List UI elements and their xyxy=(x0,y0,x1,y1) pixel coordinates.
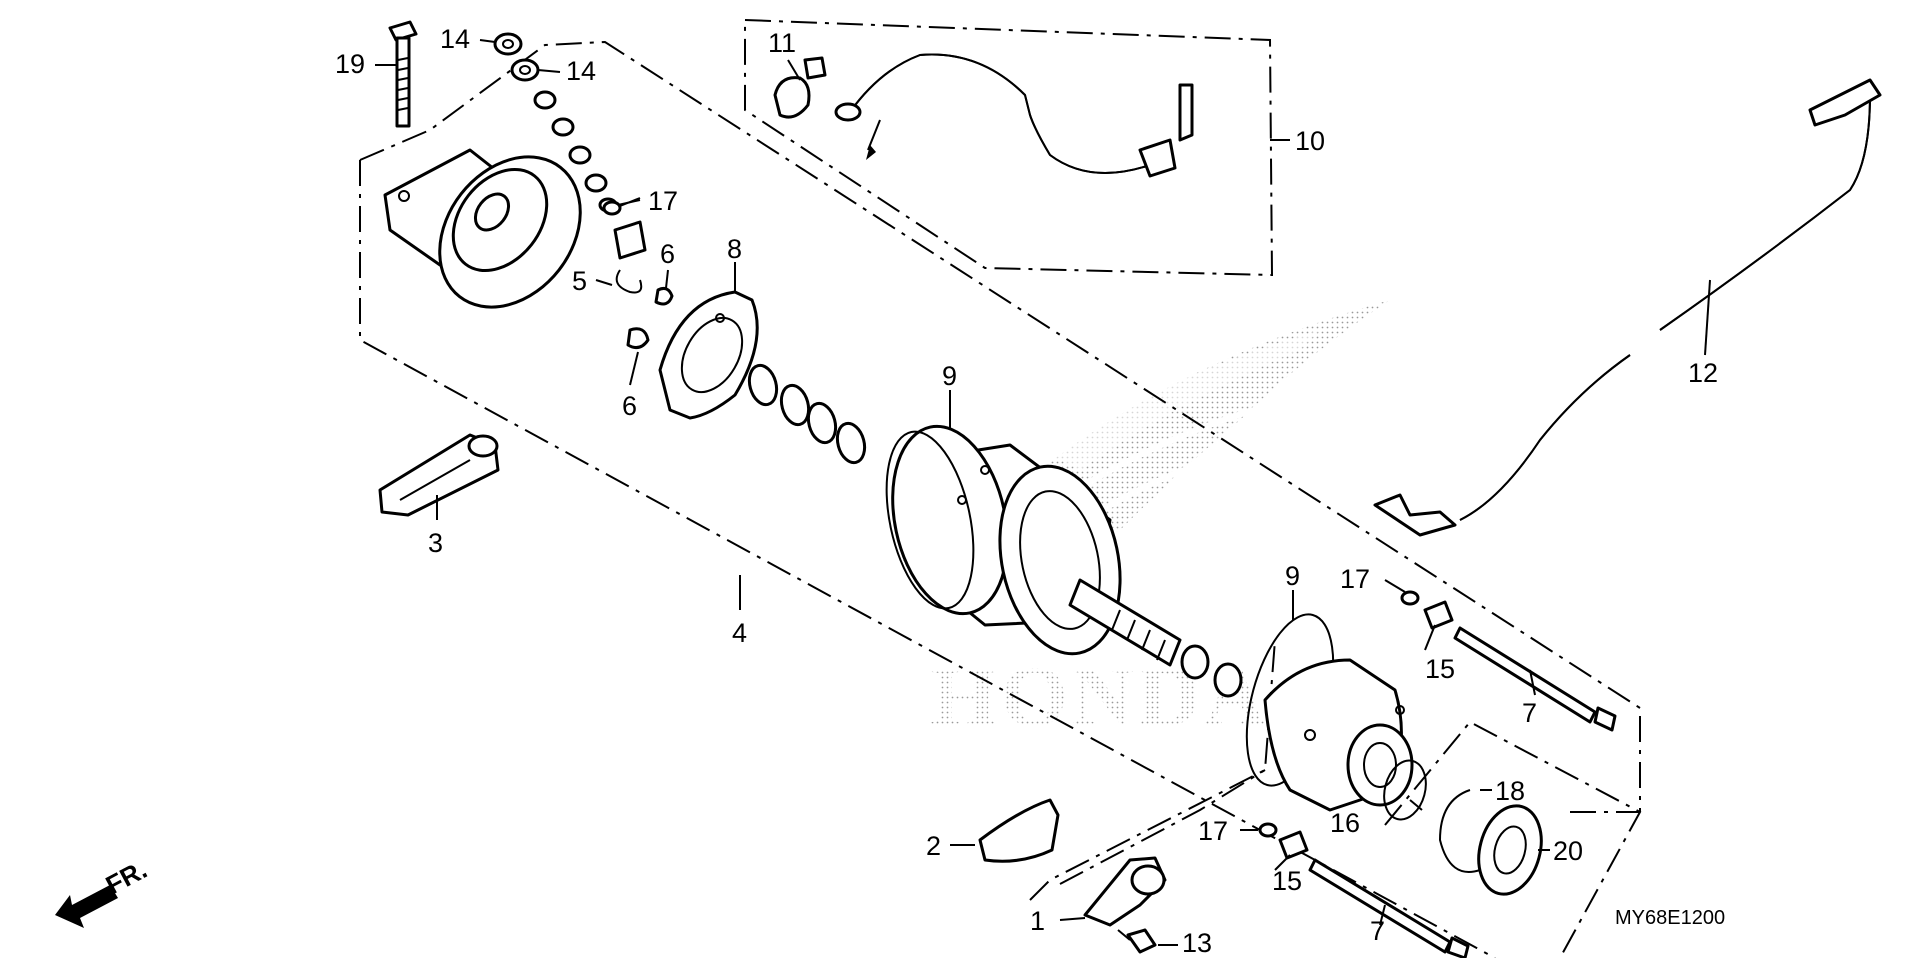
circlip-part-18[interactable] xyxy=(1438,789,1481,873)
label-6b[interactable]: 6 xyxy=(622,391,637,421)
label-7a[interactable]: 7 xyxy=(1522,698,1537,728)
label-12[interactable]: 12 xyxy=(1688,358,1718,388)
front-washers[interactable] xyxy=(1180,644,1243,698)
spring-part-6b[interactable] xyxy=(626,327,650,350)
label-17a[interactable]: 17 xyxy=(648,186,678,216)
armature-shaft[interactable] xyxy=(1068,578,1182,667)
honda-watermark-text: HONDA xyxy=(930,648,1270,744)
label-8[interactable]: 8 xyxy=(727,234,742,264)
washer-part-15b[interactable] xyxy=(1278,830,1309,860)
o-ring-part-9a[interactable] xyxy=(872,424,988,617)
label-2[interactable]: 2 xyxy=(926,831,941,861)
bolt-part-19[interactable] xyxy=(388,20,418,128)
starter-cable-part-10[interactable] xyxy=(834,53,1194,178)
ground-cable-part-12[interactable] xyxy=(1373,78,1882,537)
label-19[interactable]: 19 xyxy=(335,49,365,79)
label-16[interactable]: 16 xyxy=(1330,808,1360,838)
terminal-part-5[interactable] xyxy=(613,220,647,294)
o-ring-part-17c[interactable] xyxy=(1258,822,1278,838)
o-ring-part-16[interactable] xyxy=(1378,756,1432,824)
label-20[interactable]: 20 xyxy=(1553,836,1583,866)
lead-strap-part-3[interactable] xyxy=(378,433,500,517)
label-14a[interactable]: 14 xyxy=(440,24,470,54)
starter-yoke-body[interactable] xyxy=(876,416,1136,665)
label-17c[interactable]: 17 xyxy=(1198,816,1228,846)
front-cover-housing[interactable] xyxy=(1263,658,1414,812)
label-10[interactable]: 10 xyxy=(1295,126,1325,156)
label-4[interactable]: 4 xyxy=(732,618,747,648)
label-15a[interactable]: 15 xyxy=(1425,654,1455,684)
brush-plate-part-8[interactable] xyxy=(658,290,759,420)
leader-lines xyxy=(375,39,1711,946)
label-5[interactable]: 5 xyxy=(572,266,587,296)
shim-washers[interactable] xyxy=(745,362,868,465)
front-direction-arrow-icon xyxy=(55,885,118,928)
label-3[interactable]: 3 xyxy=(428,528,443,558)
spring-part-6a[interactable] xyxy=(654,287,674,306)
label-9b[interactable]: 9 xyxy=(1285,561,1300,591)
insulator-part-2[interactable] xyxy=(978,798,1060,863)
label-7b[interactable]: 7 xyxy=(1370,916,1385,946)
o-ring-part-17b[interactable] xyxy=(1400,590,1420,606)
label-11[interactable]: 11 xyxy=(768,28,796,58)
diagram-code: MY68E1200 xyxy=(1615,907,1725,929)
label-13[interactable]: 13 xyxy=(1182,928,1212,958)
bearing-part-20[interactable] xyxy=(1469,799,1550,901)
o-ring-part-17a[interactable] xyxy=(602,200,622,216)
label-14b[interactable]: 14 xyxy=(566,56,596,86)
bolt-part-13[interactable] xyxy=(1117,928,1157,954)
label-17b[interactable]: 17 xyxy=(1340,564,1370,594)
terminal-cap-part-11[interactable] xyxy=(773,56,827,119)
through-bolt-part-7b[interactable] xyxy=(1308,858,1470,958)
honda-wing-watermark: HONDA xyxy=(930,300,1390,744)
through-bolt-part-7a[interactable] xyxy=(1453,626,1617,732)
nut-part-14a[interactable] xyxy=(493,32,523,56)
label-1[interactable]: 1 xyxy=(1030,906,1045,936)
label-18[interactable]: 18 xyxy=(1495,776,1525,806)
label-9a[interactable]: 9 xyxy=(942,361,957,391)
label-15b[interactable]: 15 xyxy=(1272,866,1302,896)
nut-part-14b[interactable] xyxy=(510,58,540,82)
rear-cover-housing[interactable] xyxy=(383,129,609,335)
part-labels: 19 14 14 17 5 6 6 8 3 4 9 9 10 11 12 13 … xyxy=(335,24,1718,958)
bracket-part-1[interactable] xyxy=(1083,856,1167,927)
washer-part-15a[interactable] xyxy=(1423,600,1454,630)
label-6a[interactable]: 6 xyxy=(660,239,675,269)
